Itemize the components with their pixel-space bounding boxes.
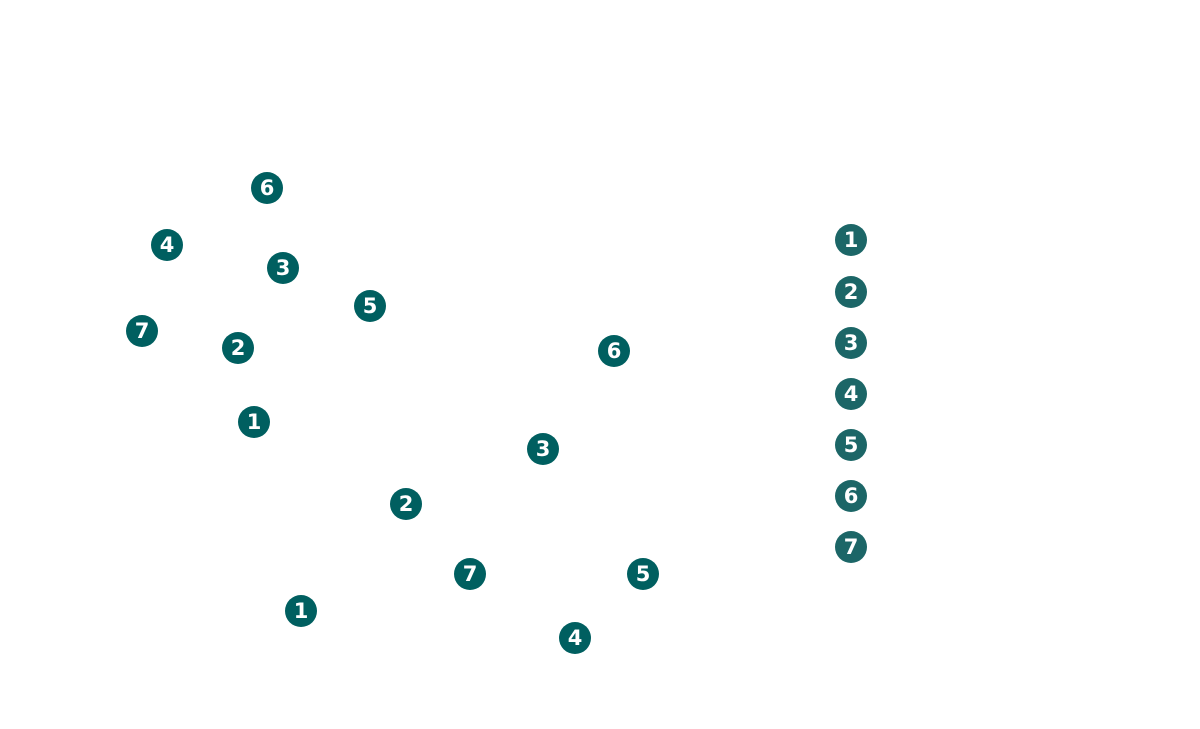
- marker-group-b-3[interactable]: 3: [527, 433, 559, 465]
- marker-group-b-1[interactable]: 1: [285, 595, 317, 627]
- marker-group-b-6[interactable]: 6: [598, 335, 630, 367]
- marker-group-b-2[interactable]: 2: [390, 488, 422, 520]
- legend-item-1[interactable]: 1: [835, 224, 867, 256]
- legend-item-6[interactable]: 6: [835, 480, 867, 512]
- marker-group-a-7[interactable]: 7: [126, 315, 158, 347]
- legend-item-2[interactable]: 2: [835, 276, 867, 308]
- marker-group-a-2[interactable]: 2: [222, 332, 254, 364]
- marker-group-b-7[interactable]: 7: [454, 558, 486, 590]
- legend-item-7[interactable]: 7: [835, 531, 867, 563]
- legend-item-4[interactable]: 4: [835, 378, 867, 410]
- legend-item-3[interactable]: 3: [835, 327, 867, 359]
- marker-group-b-4[interactable]: 4: [559, 622, 591, 654]
- marker-group-a-5[interactable]: 5: [354, 290, 386, 322]
- marker-group-a-1[interactable]: 1: [238, 406, 270, 438]
- marker-group-a-4[interactable]: 4: [151, 229, 183, 261]
- marker-group-b-5[interactable]: 5: [627, 558, 659, 590]
- marker-group-a-6[interactable]: 6: [251, 172, 283, 204]
- marker-group-a-3[interactable]: 3: [267, 252, 299, 284]
- legend-item-5[interactable]: 5: [835, 429, 867, 461]
